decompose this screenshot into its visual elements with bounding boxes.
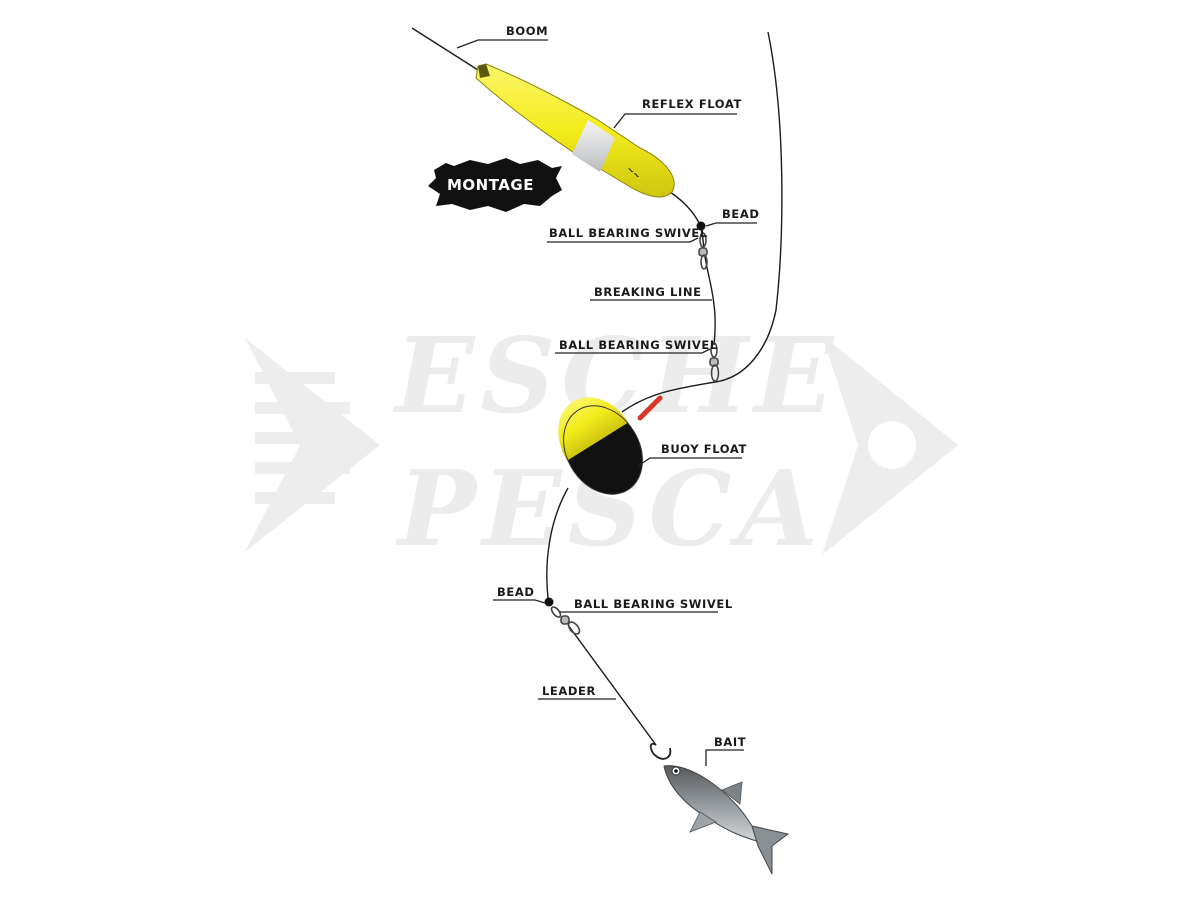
label-buoy-float: BUOY FLOAT [637, 442, 747, 467]
label-breaking-line: BREAKING LINE [590, 285, 712, 301]
reflex-float: ~~ [475, 63, 675, 198]
label-leader: LEADER [538, 684, 616, 700]
bottom-swivel-icon [550, 606, 581, 635]
leader-line [567, 624, 657, 746]
watermark-left-arrow-icon [245, 338, 380, 552]
top-swivel-icon [698, 232, 708, 270]
top-bead-swivel [696, 221, 708, 270]
bottom-bead-icon [544, 597, 554, 607]
middle-swivel-icon [709, 342, 720, 382]
montage-badge-text: MONTAGE [447, 176, 534, 194]
buoy-float: ~~~ [558, 395, 663, 495]
watermark-right-arrow-icon [822, 335, 958, 555]
leader-label: LEADER [542, 684, 596, 698]
label-bead-top: BEAD [705, 207, 759, 227]
boom-label: BOOM [506, 24, 548, 38]
swivel-top-label: BALL BEARING SWIVEL [549, 226, 708, 240]
reflex-float-label: REFLEX FLOAT [642, 97, 742, 111]
label-swivel-top: BALL BEARING SWIVEL [547, 226, 708, 243]
hook-icon [649, 742, 672, 760]
main-line [621, 31, 783, 413]
label-swivel-mid: BALL BEARING SWIVEL [555, 338, 718, 354]
buoy-line [546, 487, 569, 599]
montage-badge: MONTAGE [428, 158, 562, 212]
top-bead-icon [696, 221, 706, 231]
antenna-icon [637, 395, 663, 421]
label-swivel-bottom: BALL BEARING SWIVEL [560, 597, 733, 613]
bead-bottom-label: BEAD [497, 585, 534, 599]
swivel-bottom-label: BALL BEARING SWIVEL [574, 597, 733, 611]
bottom-bead-swivel [544, 597, 581, 635]
label-reflex-float: REFLEX FLOAT [613, 97, 742, 129]
boom-line [411, 27, 479, 71]
label-bead-bottom: BEAD [493, 585, 546, 604]
bait-fish [649, 742, 790, 875]
buoy-float-label: BUOY FLOAT [661, 442, 747, 456]
breaking-line-label: BREAKING LINE [594, 285, 702, 299]
swivel-mid-label: BALL BEARING SWIVEL [559, 338, 718, 352]
fish-tail-icon [751, 825, 790, 875]
bead-top-label: BEAD [722, 207, 759, 221]
label-bait: BAIT [705, 735, 746, 766]
bait-label: BAIT [714, 735, 746, 749]
breaking-line [669, 191, 716, 346]
label-boom: BOOM [456, 24, 548, 49]
